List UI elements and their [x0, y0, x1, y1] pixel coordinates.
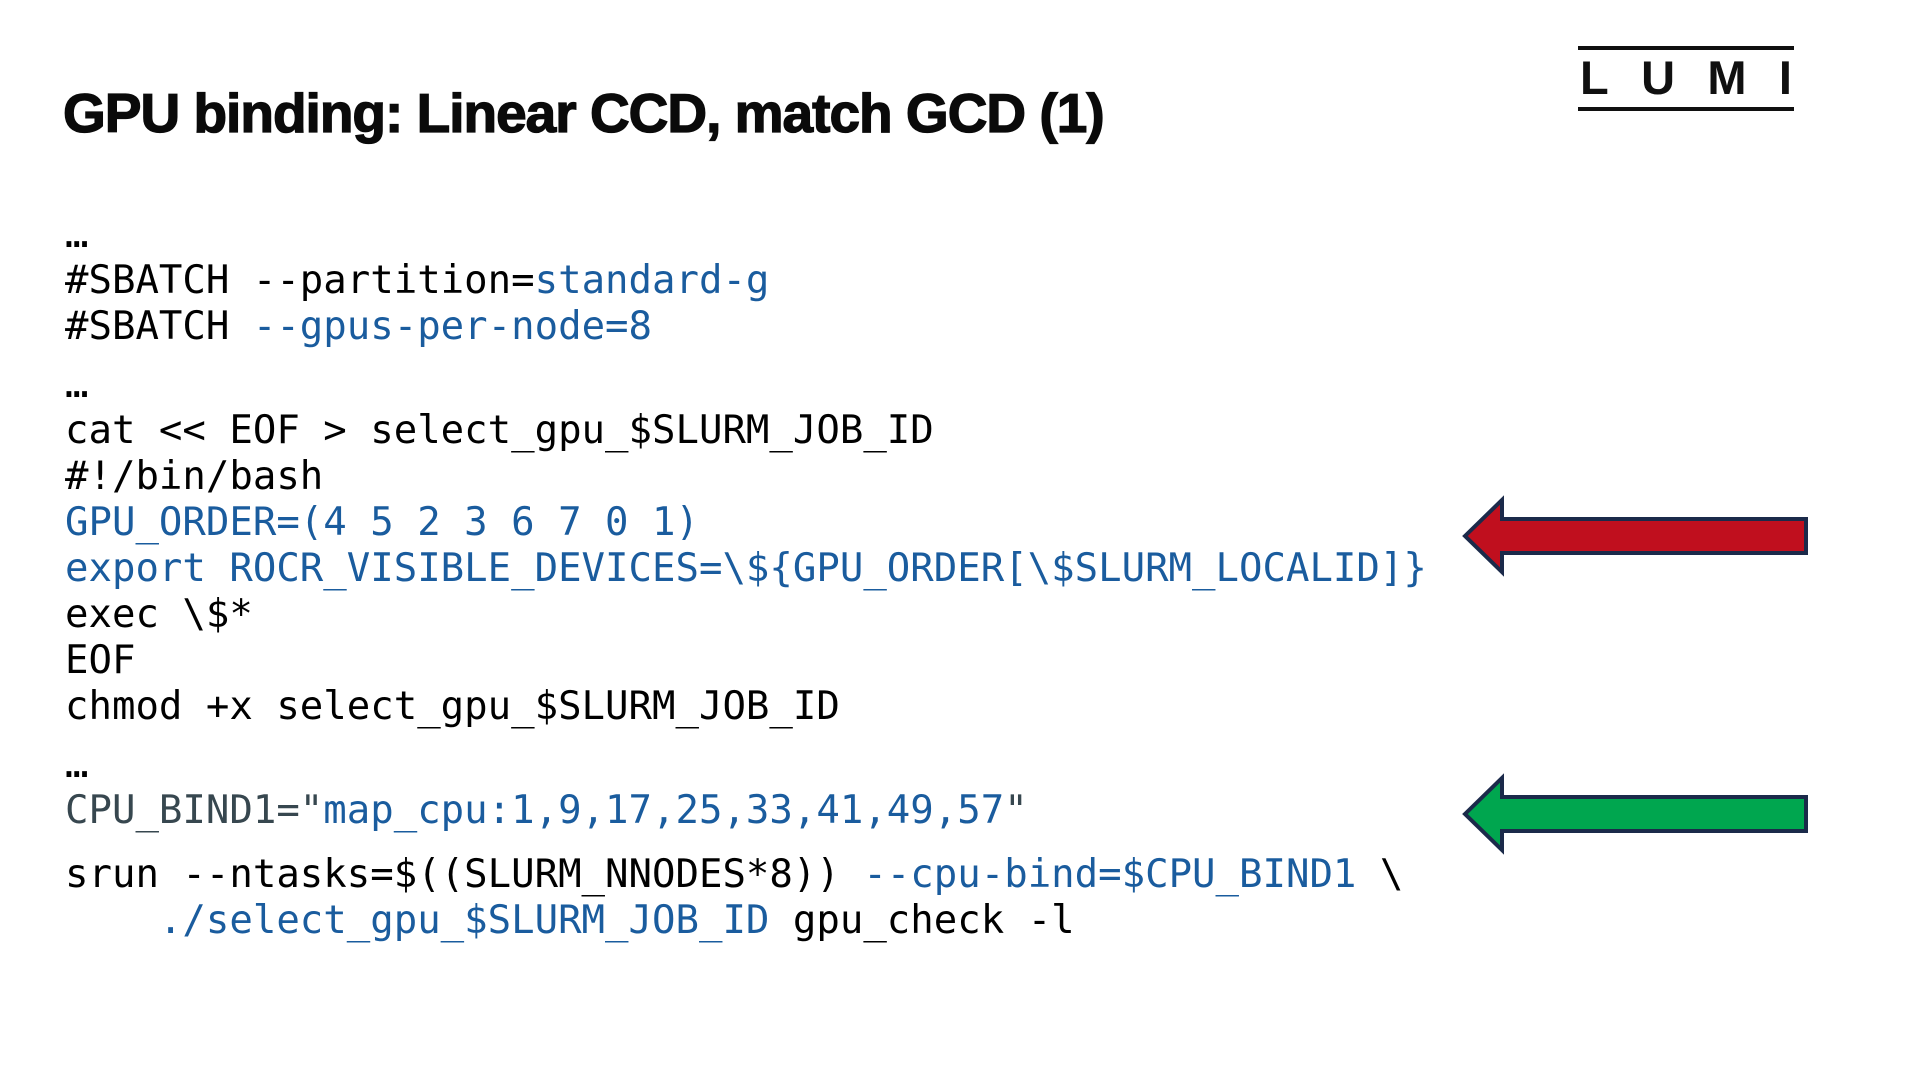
code-segment: … — [65, 362, 89, 407]
code-segment: map_cpu:1,9,17,25,33,41,49,57 — [323, 788, 1005, 833]
code-segment: export ROCR_VISIBLE_DEVICES=\${GPU_ORDER… — [65, 546, 1427, 591]
code-segment: CPU_BIND1=" — [65, 788, 324, 833]
red-left-arrow-icon — [1462, 495, 1808, 577]
code-line: srun --ntasks=$((SLURM_NNODES*8)) --cpu-… — [65, 852, 1427, 898]
code-block: …#SBATCH --partition=standard-g#SBATCH -… — [65, 212, 1427, 944]
code-segment: ./select_gpu_$SLURM_JOB_ID — [65, 898, 793, 943]
code-line: GPU_ORDER=(4 5 2 3 6 7 0 1) — [65, 500, 1427, 546]
code-segment: GPU_ORDER=(4 5 2 3 6 7 0 1) — [65, 500, 699, 545]
logo-letter: I — [1778, 51, 1792, 104]
logo-letter: M — [1707, 51, 1747, 104]
green-left-arrow-icon — [1462, 773, 1808, 855]
slide-title: GPU binding: Linear CCD, match GCD (1) — [62, 81, 1105, 144]
code-segment: #SBATCH --partition= — [65, 258, 535, 303]
logo-letter: L — [1580, 51, 1609, 104]
code-segment: standard-g — [534, 258, 770, 303]
code-segment: EOF — [65, 638, 136, 683]
code-line: cat << EOF > select_gpu_$SLURM_JOB_ID — [65, 408, 1427, 454]
code-segment: --cpu-bind=$CPU_BIND1 — [863, 852, 1357, 897]
code-line: EOF — [65, 638, 1427, 684]
logo-letter: U — [1641, 51, 1676, 104]
code-segment: gpu_check -l — [792, 898, 1075, 943]
code-line: … — [65, 212, 1427, 258]
code-segment: " — [1004, 788, 1028, 833]
code-segment: --gpus-per-node=8 — [252, 304, 653, 349]
code-line: CPU_BIND1="map_cpu:1,9,17,25,33,41,49,57… — [65, 788, 1427, 834]
code-line: ./select_gpu_$SLURM_JOB_ID gpu_check -l — [65, 898, 1427, 944]
code-line: #SBATCH --gpus-per-node=8 — [65, 304, 1427, 350]
code-segment: #SBATCH — [65, 304, 253, 349]
code-line: #SBATCH --partition=standard-g — [65, 258, 1427, 304]
code-segment: \ — [1356, 852, 1404, 897]
code-line: #!/bin/bash — [65, 454, 1427, 500]
red-left-arrow-shape — [1462, 495, 1808, 577]
code-segment: chmod +x select_gpu_$SLURM_JOB_ID — [65, 684, 840, 729]
code-segment: cat << EOF > select_gpu_$SLURM_JOB_ID — [65, 408, 934, 453]
code-line: exec \$* — [65, 592, 1427, 638]
code-segment: srun --ntasks=$((SLURM_NNODES*8)) — [65, 852, 864, 897]
code-line: export ROCR_VISIBLE_DEVICES=\${GPU_ORDER… — [65, 546, 1427, 592]
code-line: … — [65, 742, 1427, 788]
code-line: … — [65, 362, 1427, 408]
code-segment: … — [65, 742, 89, 787]
code-segment: … — [65, 212, 89, 257]
green-left-arrow-shape — [1462, 773, 1808, 855]
code-segment: #!/bin/bash — [65, 454, 324, 499]
code-segment: exec \$* — [65, 592, 253, 637]
code-line: chmod +x select_gpu_$SLURM_JOB_ID — [65, 684, 1427, 730]
